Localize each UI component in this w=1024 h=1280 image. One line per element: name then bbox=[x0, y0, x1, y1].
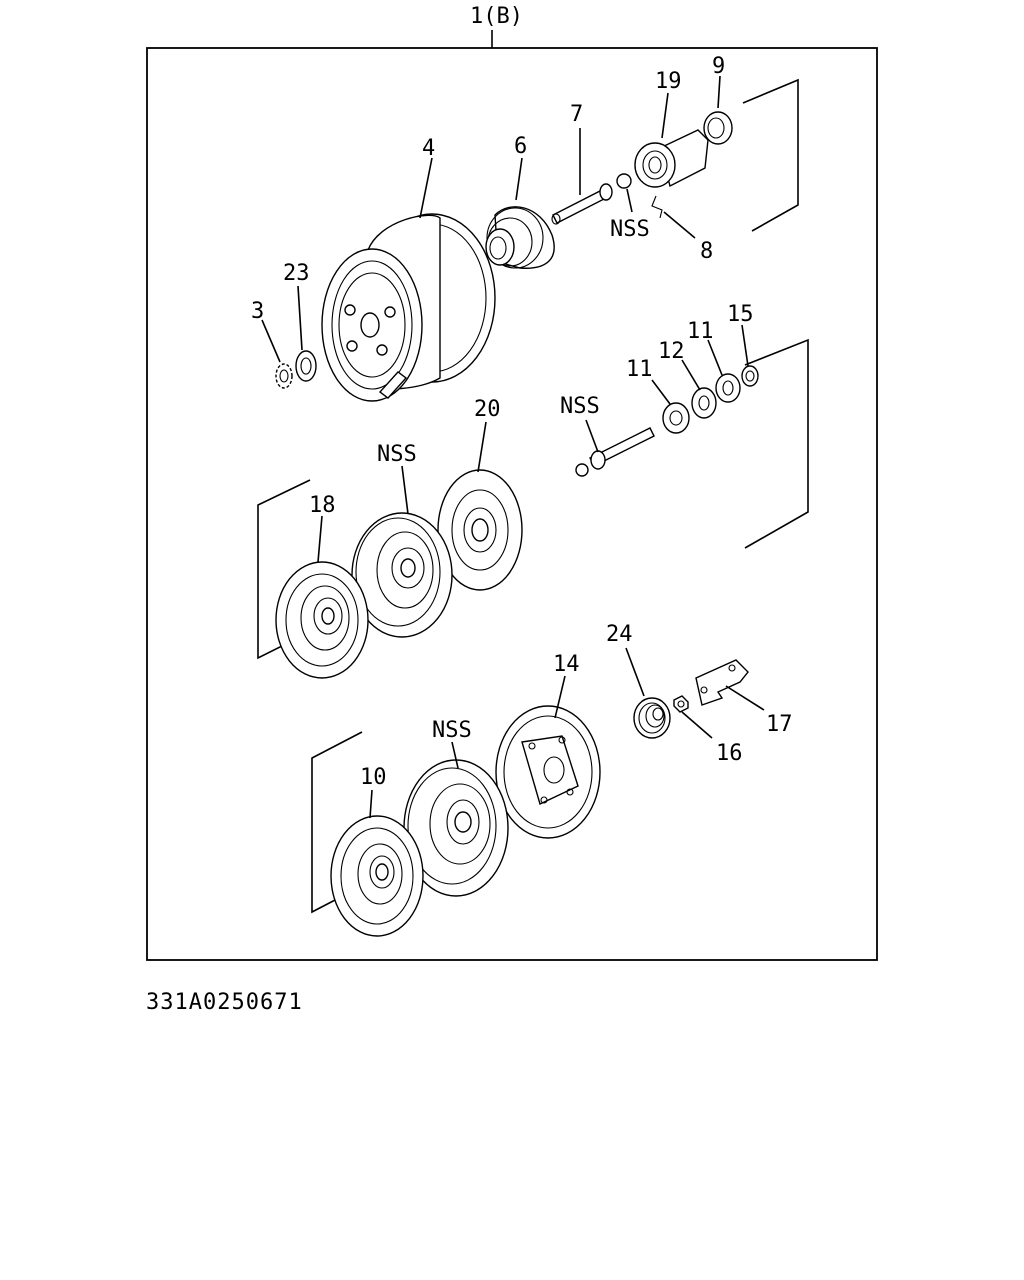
callout-16: 16 bbox=[716, 741, 743, 766]
part-19-valve-body bbox=[634, 129, 709, 188]
callout-24: 24 bbox=[606, 622, 633, 647]
part-17-clevis bbox=[695, 659, 749, 706]
part-6-boot bbox=[485, 206, 555, 269]
callout-8: 8 bbox=[700, 239, 713, 264]
nss-bolt bbox=[575, 427, 655, 477]
callout-nss-plate-mid: NSS bbox=[377, 442, 417, 467]
part-15-o-ring bbox=[741, 365, 759, 387]
callout-15: 15 bbox=[727, 302, 754, 327]
callout-nss-bolt: NSS bbox=[560, 394, 600, 419]
callout-9: 9 bbox=[712, 54, 725, 79]
callout-14: 14 bbox=[553, 652, 580, 677]
part-3-lock-washer bbox=[275, 363, 293, 389]
assembly-label: 1(B) bbox=[470, 4, 523, 29]
part-23-seal bbox=[295, 350, 317, 382]
callout-19: 19 bbox=[655, 69, 682, 94]
nss-diaphragm-mid bbox=[351, 512, 453, 638]
callout-20: 20 bbox=[474, 397, 501, 422]
figure-code: 331A0250671 bbox=[146, 990, 303, 1015]
part-18-plate bbox=[275, 561, 369, 679]
callout-6: 6 bbox=[514, 134, 527, 159]
callout-nss-pushrod: NSS bbox=[610, 217, 650, 242]
part-7-push-rod bbox=[551, 183, 613, 225]
callout-11b: 11 bbox=[687, 319, 714, 344]
callout-3: 3 bbox=[251, 299, 264, 324]
part-12-spacer bbox=[691, 387, 717, 419]
callout-4: 4 bbox=[422, 136, 435, 161]
callout-7: 7 bbox=[570, 102, 583, 127]
part-24-spring bbox=[633, 697, 671, 739]
part-10-plate bbox=[330, 815, 424, 937]
part-11-washer-b bbox=[715, 373, 741, 403]
callout-10: 10 bbox=[360, 765, 387, 790]
part-9-seal-ring bbox=[703, 111, 733, 145]
callout-nss-plate-low: NSS bbox=[432, 718, 472, 743]
part-14-backing-plate bbox=[495, 705, 601, 839]
callout-11a: 11 bbox=[626, 357, 653, 382]
callout-17: 17 bbox=[766, 712, 793, 737]
part-16-nut bbox=[673, 695, 689, 713]
callout-23: 23 bbox=[283, 261, 310, 286]
part-8-clip bbox=[651, 195, 663, 219]
diagram-frame bbox=[146, 47, 878, 961]
callout-12: 12 bbox=[658, 339, 685, 364]
part-4-booster-housing bbox=[321, 213, 496, 402]
part-11-washer-a bbox=[662, 402, 690, 434]
part-20-plate bbox=[437, 469, 523, 591]
callout-18: 18 bbox=[309, 493, 336, 518]
